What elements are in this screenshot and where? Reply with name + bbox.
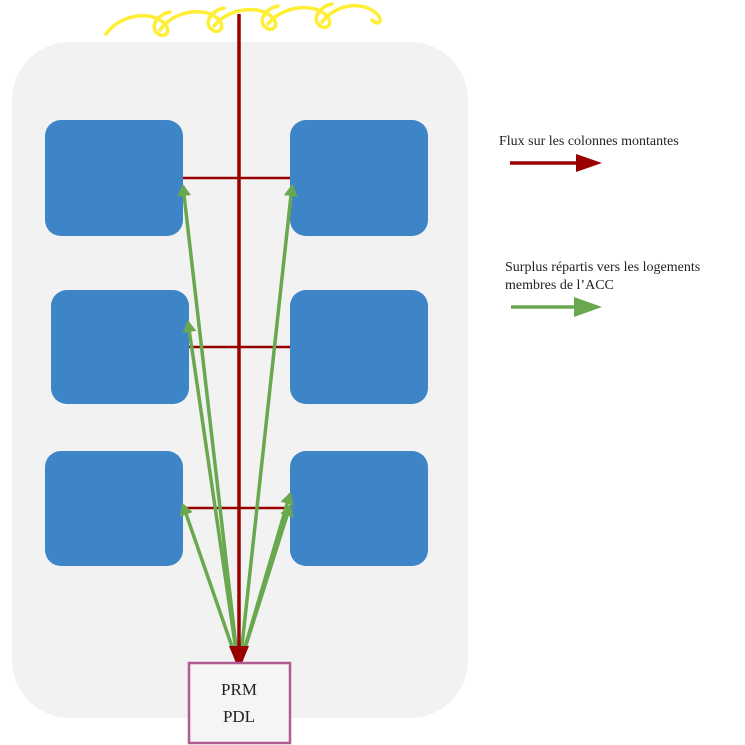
meter-box [187, 661, 292, 745]
legend-surplus-label-line2: membres de l’ACC [505, 278, 614, 293]
main-riser-arrowhead [229, 646, 249, 670]
legend-surplus-label-line1: Surplus répartis vers les logements [505, 260, 701, 275]
meter-label-prm: PRM [221, 680, 257, 699]
legend-surplus-arrowhead [574, 297, 602, 317]
surplus-arrows [177, 184, 298, 665]
apartment-left-2 [51, 290, 189, 404]
apartment-left-1 [45, 120, 183, 236]
legend-riser-label: Flux sur les colonnes montantes [499, 133, 679, 151]
apartment-right-3 [290, 451, 428, 566]
surplus-arrow-right-3 [238, 504, 294, 665]
sun-coil-icon [104, 2, 382, 37]
apartment-right-2 [290, 290, 428, 404]
legend-riser-arrowhead [576, 154, 602, 172]
apartment-left-3 [45, 451, 183, 566]
legend-surplus-label: Surplus répartis vers les logements memb… [505, 259, 700, 295]
meter-label-pdl: PDL [223, 707, 255, 726]
surplus-arrow-left-2 [182, 320, 240, 665]
surplus-arrow-left-1 [177, 184, 240, 665]
apartment-right-1 [290, 120, 428, 236]
legend-riser-label-line1: Flux sur les colonnes montantes [499, 134, 679, 149]
surplus-arrow-right-1 [238, 184, 298, 665]
surplus-arrow-left-3 [179, 503, 240, 665]
